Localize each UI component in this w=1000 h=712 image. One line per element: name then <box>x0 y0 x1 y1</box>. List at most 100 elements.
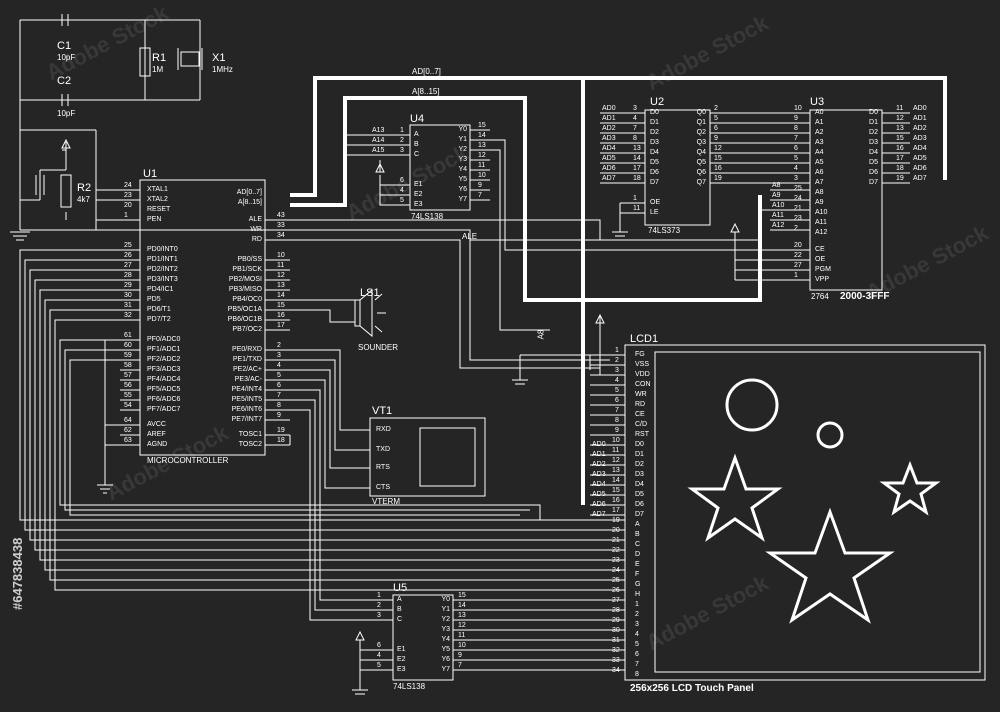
u1-pin-label: PF6/ADC6 <box>147 396 181 403</box>
u3-pin-number: 9 <box>794 115 798 122</box>
lcd1-pin-label: D1 <box>635 451 644 458</box>
u3-pin-label: A5 <box>815 159 824 166</box>
u5-pin-label: Y5 <box>441 646 450 653</box>
lcd1-pin-number: 31 <box>612 637 620 644</box>
lcd1-net-label: AD4 <box>592 481 606 488</box>
lcd1-net-label: AD5 <box>592 491 606 498</box>
lcd1-pin-label: WR <box>635 391 647 398</box>
u3-net-label: AD7 <box>913 175 927 182</box>
u4-pin-number: 14 <box>478 132 486 139</box>
u4-pin-label: E1 <box>414 181 423 188</box>
x1-ref: X1 <box>212 52 226 64</box>
u1-pin-number: 2 <box>277 342 281 349</box>
lcd1-pin-label: CON <box>635 381 651 388</box>
u4-pin-label: C <box>414 151 420 158</box>
lcd1-pin-number: 9 <box>615 427 619 434</box>
u1-pin-label: XTAL2 <box>147 196 168 203</box>
u3-pin-number: 4 <box>794 165 798 172</box>
u3-net-label: AD2 <box>913 125 927 132</box>
u3-pin-number: 20 <box>794 242 802 249</box>
u2-pin-label: Q5 <box>696 159 706 166</box>
u1-pin-label: PE5/INT5 <box>231 396 262 403</box>
u5-pin-number: 14 <box>458 602 466 609</box>
u1-pin-label: PD1/INT1 <box>147 256 178 263</box>
lcd1-pin-label: 5 <box>635 641 639 648</box>
lcd1-pin-number: 6 <box>615 397 619 404</box>
u4-pin-number: 11 <box>478 162 486 169</box>
u3-net-label: AD4 <box>913 145 927 152</box>
lcd1-pin-number: 12 <box>612 457 620 464</box>
u5-pin-number: 4 <box>377 652 381 659</box>
u3-pin-label: A6 <box>815 169 824 176</box>
lcd1-pin-number: 7 <box>615 407 619 414</box>
u3-pin-label: A9 <box>815 199 824 206</box>
lcd1-net-label: AD7 <box>592 511 606 518</box>
u3-pin-number: 5 <box>794 155 798 162</box>
u5-ref: U5 <box>393 582 408 594</box>
u1-pin-number: 11 <box>277 262 285 269</box>
lcd1-pin-label: FG <box>635 351 645 358</box>
u1-pin-number: 56 <box>124 382 132 389</box>
u1-pin-number: 31 <box>124 302 132 309</box>
u3-pin-label: D2 <box>869 129 878 136</box>
u4-pin-label: Y6 <box>458 186 467 193</box>
u5-pin-label: Y7 <box>441 666 450 673</box>
u1-pin-number: 60 <box>124 342 132 349</box>
u1-pin-label: TOSC2 <box>238 441 262 448</box>
u1-pin-number: 8 <box>277 402 281 409</box>
u2-pin-number: 7 <box>633 125 637 132</box>
u3-net-label: A9 <box>772 192 781 199</box>
lcd1-pin-label: D2 <box>635 461 644 468</box>
data-buses <box>290 76 947 505</box>
u1-pin-number: 55 <box>124 392 132 399</box>
u1-pin-number: 4 <box>277 362 281 369</box>
u1-pin-label: PB0/SS <box>237 256 262 263</box>
u2-pin-label: Q1 <box>696 119 706 126</box>
vt1-ref: VT1 <box>372 405 393 417</box>
u2-net-label: AD4 <box>602 145 616 152</box>
u3-pin-label: D1 <box>869 119 878 126</box>
u2-pin-number: 8 <box>633 135 637 142</box>
lcd1-pin-label: C/D <box>635 421 648 428</box>
u3-net-label: A8 <box>772 182 781 189</box>
lcd1-pin-number: 14 <box>612 477 620 484</box>
lcd1-pin-number: 22 <box>612 547 620 554</box>
lcd1-net-label: AD2 <box>592 461 606 468</box>
u1-pin-label: XTAL1 <box>147 186 168 193</box>
u4-pin-number: 12 <box>478 152 486 159</box>
u1-pin-label: PF4/ADC4 <box>147 376 181 383</box>
u4-pin-label: Y2 <box>458 146 467 153</box>
lcd1-pin-number: 25 <box>612 577 620 584</box>
u4-pin-number: 1 <box>400 127 404 134</box>
u3-pin-label: D5 <box>869 159 878 166</box>
lcd1-pin-label: 6 <box>635 651 639 658</box>
lcd1-pin-number: 33 <box>612 657 620 664</box>
u4-pin-number: 6 <box>400 177 404 184</box>
u2-pin-number: 4 <box>633 115 637 122</box>
u1-pin-number: 28 <box>124 272 132 279</box>
lcd1-pin-number: 5 <box>615 387 619 394</box>
u2-pin-label: Q4 <box>696 149 706 156</box>
lcd1-pin-number: 26 <box>612 587 620 594</box>
u1-pin-number: 54 <box>124 402 132 409</box>
lcd1-pin-label: VSS <box>635 361 650 368</box>
u5-pin-label: Y4 <box>441 636 450 643</box>
lcd1-pin-number: 34 <box>612 667 620 674</box>
u5-pin-number: 15 <box>458 592 466 599</box>
u1-pin-number: 25 <box>124 242 132 249</box>
u3-net-label: A12 <box>772 222 785 229</box>
u3-pin-number: 17 <box>896 155 904 162</box>
x1-value: 1MHz <box>212 65 233 74</box>
u2-pin-label: D3 <box>650 139 659 146</box>
net-a-bus: A[8..15] <box>412 87 440 96</box>
vt1-pin-label: CTS <box>376 484 390 491</box>
u1-pin-number: 10 <box>277 252 285 259</box>
u1-pin-label: PF7/ADC7 <box>147 406 181 413</box>
vt1-pin-label: RTS <box>376 464 390 471</box>
u4-pin-label: Y0 <box>458 126 467 133</box>
u2-type: 74LS373 <box>648 226 681 235</box>
u3-pin-number: 23 <box>794 215 802 222</box>
u3-pin-label: A2 <box>815 129 824 136</box>
u1-pin-label: AGND <box>147 441 168 448</box>
u1-pin-number: 61 <box>124 332 132 339</box>
